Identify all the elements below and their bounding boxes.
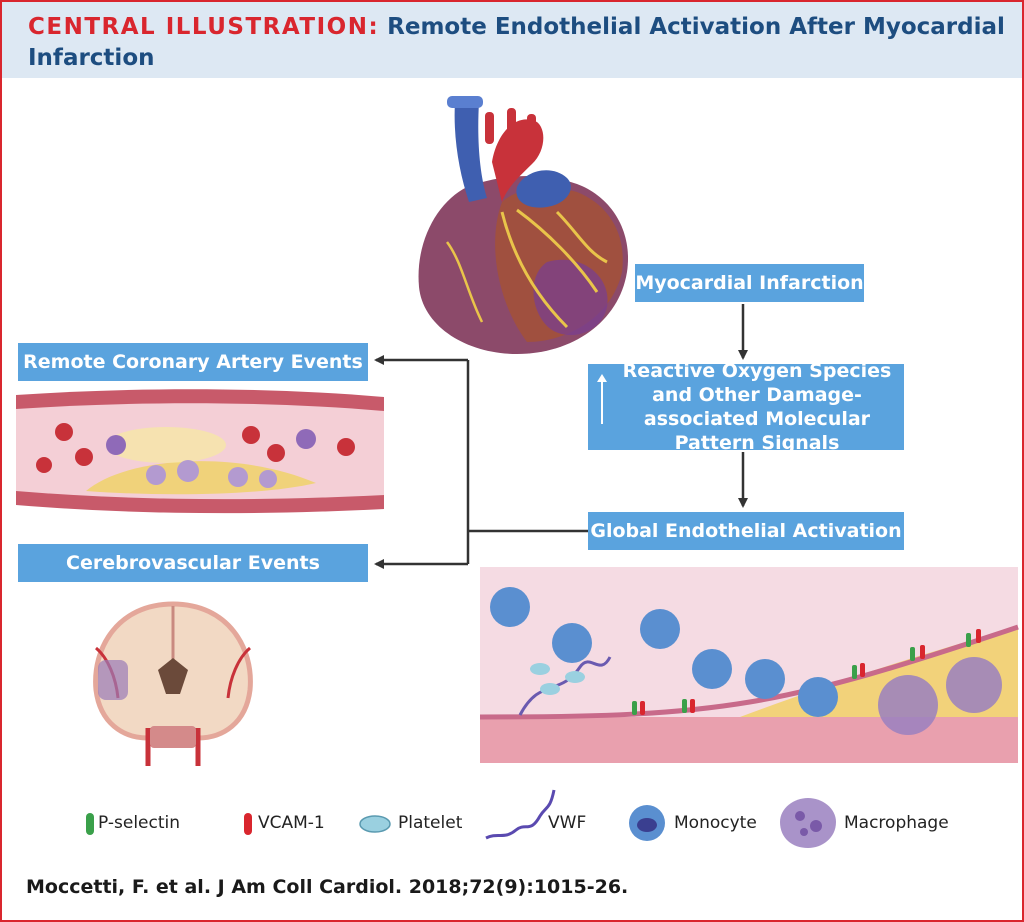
platelet-legend-icon <box>359 815 391 833</box>
vwf-legend-icon <box>485 789 556 840</box>
macrophage-legend-label: Macrophage <box>844 813 949 833</box>
endothelium-illustration <box>479 567 1019 763</box>
title-kicker: CENTRAL ILLUSTRATION: <box>28 14 380 40</box>
remote-coronary-box: Remote Coronary Artery Events <box>18 343 368 381</box>
platelet-legend-label: Platelet <box>398 813 463 833</box>
global-activation-label: Global Endothelial Activation <box>590 520 902 542</box>
title-text: Remote Endothelial Activation After Myoc… <box>28 14 1005 71</box>
vwf-legend-label: VWF <box>548 813 587 833</box>
cerebrovascular-box: Cerebrovascular Events <box>18 544 368 582</box>
page-title: CENTRAL ILLUSTRATION:Remote Endothelial … <box>28 12 1008 74</box>
brain-illustration <box>93 601 253 766</box>
vcam1-legend-label: VCAM-1 <box>258 813 325 833</box>
p-selectin-legend-label: P-selectin <box>98 813 181 833</box>
heart-illustration <box>418 96 629 354</box>
artery-illustration <box>16 389 384 514</box>
header-bar: CENTRAL ILLUSTRATION:Remote Endothelial … <box>2 2 1022 78</box>
vcam1-legend-icon <box>244 813 252 835</box>
global-activation-box: Global Endothelial Activation <box>588 512 904 550</box>
remote-coronary-label: Remote Coronary Artery Events <box>23 351 363 373</box>
increase-arrow-icon <box>597 374 607 424</box>
citation: Moccetti, F. et al. J Am Coll Cardiol. 2… <box>26 876 629 898</box>
monocyte-legend-icon <box>629 805 665 841</box>
p-selectin-legend-icon <box>86 813 94 835</box>
cerebrovascular-label: Cerebrovascular Events <box>66 552 320 574</box>
macrophage-legend-icon <box>780 798 836 848</box>
myocardial-infarction-box: Myocardial Infarction <box>635 264 864 302</box>
myocardial-infarction-label: Myocardial Infarction <box>635 272 864 294</box>
ros-signals-box: Reactive Oxygen Species and Other Damage… <box>588 360 904 454</box>
ros-signals-label: Reactive Oxygen Species and Other Damage… <box>622 360 892 454</box>
monocyte-legend-label: Monocyte <box>674 813 757 833</box>
